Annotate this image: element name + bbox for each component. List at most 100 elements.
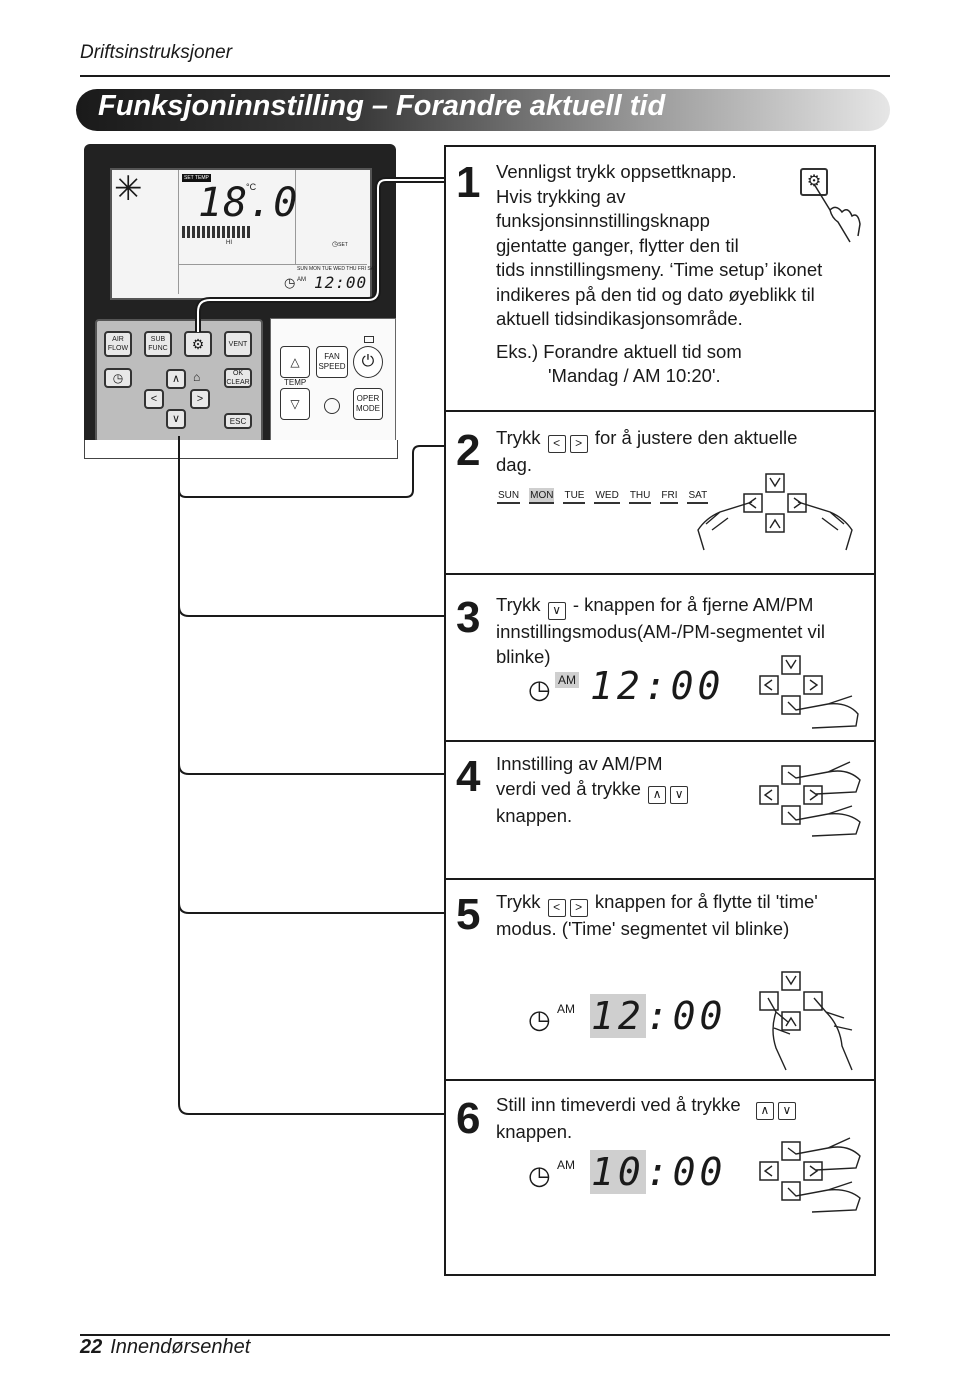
step-3-am-highlighted: AM: [555, 672, 579, 688]
step-2-text-c: dag.: [496, 454, 533, 475]
step-divider: [444, 1079, 876, 1081]
fan-speed-button[interactable]: FAN SPEED: [316, 346, 348, 378]
clock-icon: ◷: [528, 674, 551, 704]
step-3-number: 3: [456, 593, 481, 642]
step-5-number: 5: [456, 890, 481, 939]
clock-icon: ◷: [112, 370, 124, 385]
fan-bars-icon: [182, 226, 250, 238]
lcd-clock-icon: ◷: [284, 275, 296, 290]
step-4-text: Innstilling av AM/PM verdi ved å trykke …: [496, 752, 736, 828]
step-5-am: AM: [557, 1002, 575, 1016]
step-1-number: 1: [456, 158, 481, 207]
setup-button-illustration: ⚙: [800, 168, 828, 196]
day-label: WED: [594, 488, 620, 504]
sub-func-button[interactable]: SUB FUNC: [144, 331, 172, 357]
step-6-time: 10:00: [590, 1150, 726, 1194]
title-bar: [76, 89, 890, 131]
right-key-icon: >: [569, 435, 588, 453]
day-label: THU: [628, 488, 652, 504]
step-1-line: gjentatte ganger, flytter den til: [496, 234, 739, 256]
temp-up-button[interactable]: △: [280, 346, 310, 378]
ok-clear-button[interactable]: OK CLEAR: [224, 368, 252, 388]
footer-label: Innendørsenhet: [110, 1336, 251, 1358]
lcd-divider: [178, 170, 179, 294]
cooling-snowflake-icon: ✳: [114, 170, 143, 208]
lcd-days: SUN MON TUE WED THU FRI SAT: [297, 266, 377, 272]
step-4-text-b: verdi ved å trykke: [496, 777, 641, 799]
step-3-text-a: Trykk: [496, 594, 541, 615]
step-2-text-a: Trykk: [496, 427, 541, 448]
up-arrow-button[interactable]: ∧: [166, 369, 186, 389]
home-icon: ⌂: [193, 370, 201, 384]
step-6-am: AM: [557, 1158, 575, 1172]
step-3-text-c: innstillingsmodus(AM-/PM-segmentet vil: [496, 621, 825, 642]
left-arrow-button[interactable]: <: [144, 389, 164, 409]
left-right-keys-hands-icon: [759, 971, 853, 1071]
setup-gear-button[interactable]: ⚙: [184, 331, 212, 357]
step-6-number: 6: [456, 1094, 481, 1143]
step-1-line: Hvis trykking av: [496, 185, 626, 207]
esc-button[interactable]: ESC: [224, 413, 252, 429]
gear-icon: ⚙: [191, 335, 205, 352]
lcd-unit: °C: [246, 182, 257, 192]
footer: 22 Innendørsenhet: [80, 1336, 250, 1359]
page-number: 22: [80, 1336, 103, 1358]
step-5-text: Trykk <> knappen for å flytte til 'time'…: [496, 890, 868, 942]
temp-label: TEMP: [284, 378, 307, 387]
step-5-text-a: Trykk: [496, 891, 541, 912]
step-5-minutes: :00: [645, 994, 727, 1038]
vent-button[interactable]: VENT: [224, 331, 252, 357]
oper-mode-button[interactable]: OPER MODE: [353, 388, 383, 420]
step-4-text-c: knappen.: [496, 804, 573, 826]
step-6-text-a: Still inn timeverdi ved å trykke: [496, 1094, 741, 1115]
step-6-text-b: knappen.: [496, 1121, 573, 1142]
down-arrow-button[interactable]: ∨: [166, 409, 186, 429]
step-5-hour-highlighted: 12: [590, 994, 646, 1038]
temp-down-button[interactable]: ▽: [280, 388, 310, 420]
lcd-fan-level: HI: [226, 240, 232, 246]
timer-button[interactable]: ◷: [104, 368, 132, 388]
step-1-example-value: 'Mandag / AM 10:20'.: [548, 365, 721, 386]
step-divider: [444, 410, 876, 412]
step-1-line: indikeres på den tid og dato øyeblikk ti…: [496, 283, 815, 305]
arrow-keys-both-hands-icon: [697, 473, 853, 551]
step-divider: [444, 573, 876, 575]
step-divider: [444, 740, 876, 742]
up-key-icon: ∧: [755, 1102, 774, 1120]
step-1-text: Vennligst trykk oppsettknapp. Hvis trykk…: [496, 160, 866, 389]
step-1-line: Vennligst trykk oppsettknapp.: [496, 161, 737, 182]
lcd-divider: [179, 264, 367, 265]
step-3-text: Trykk ∨ - knappen for å fjerne AM/PM inn…: [496, 593, 868, 669]
lcd-temperature: 18.0: [198, 180, 299, 226]
step-2-text: Trykk <> for å justere den aktuelle dag.: [496, 426, 866, 478]
step-2-number: 2: [456, 426, 481, 475]
right-arrow-button[interactable]: >: [190, 389, 210, 409]
lcd-time: 12:00: [314, 273, 368, 292]
down-key-icon: ∨: [777, 1102, 796, 1120]
step-3-time: 12:00: [590, 664, 725, 708]
step-2-text-b: for å justere den aktuelle: [594, 427, 798, 448]
remote-base: [84, 440, 398, 459]
day-label-selected: MON: [529, 488, 555, 504]
step-divider: [444, 878, 876, 880]
section-header: Driftsinstruksjoner: [80, 42, 233, 63]
step-4-number: 4: [456, 752, 481, 801]
sensor-icon: [324, 398, 340, 414]
pressing-hand-icon: [813, 183, 861, 243]
step-1-line: aktuell tidsindikasjonsområde.: [496, 308, 743, 329]
step-6-text: Still inn timeverdi ved å trykke ∧∨ knap…: [496, 1093, 866, 1145]
power-button[interactable]: ⏻: [353, 346, 383, 378]
day-label: SUN: [497, 488, 521, 504]
step-6-hour-highlighted: 10: [590, 1150, 646, 1194]
down-key-icon: ∨: [547, 602, 566, 620]
top-rule: [80, 75, 890, 77]
step-3-text-b: - knappen for å fjerne AM/PM: [572, 594, 814, 615]
step-1-example: Eks.) Forandre aktuell tid som: [496, 340, 742, 362]
indicator-lamp: [364, 336, 374, 343]
lcd-set-label: SET: [338, 242, 348, 248]
lcd-set-clock-icon: ◷SET: [332, 241, 348, 248]
air-flow-button[interactable]: AIR FLOW: [104, 331, 132, 357]
power-icon: ⏻: [361, 353, 375, 370]
